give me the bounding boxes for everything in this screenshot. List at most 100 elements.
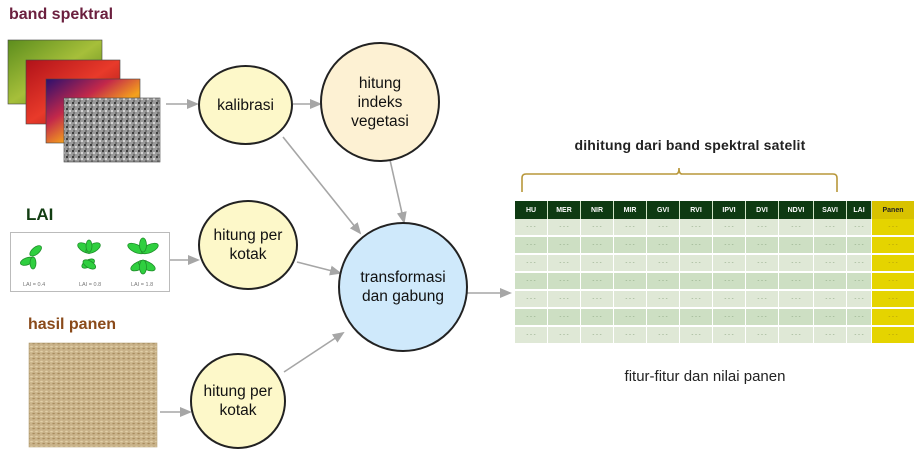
feature-cell: - - - — [847, 309, 872, 327]
lai-caption-2: LAI = 0.8 — [79, 282, 101, 288]
feature-cell: - - - — [847, 273, 872, 291]
feature-cell: - - - — [548, 255, 581, 273]
node-hitung-indeks: hitung indeks vegetasi — [320, 42, 440, 162]
feature-cell: - - - — [680, 309, 713, 327]
feature-cell: - - - — [647, 219, 680, 237]
feature-cell: - - - — [713, 327, 746, 345]
feature-cell: - - - — [548, 309, 581, 327]
feature-cell: - - - — [614, 237, 647, 255]
feature-cell: - - - — [614, 291, 647, 309]
feature-cell: - - - — [515, 237, 548, 255]
feature-cell: - - - — [581, 273, 614, 291]
feature-cell: - - - — [746, 327, 779, 345]
feature-cell: - - - — [548, 237, 581, 255]
feature-cell: - - - — [614, 327, 647, 345]
feature-cell: - - - — [680, 273, 713, 291]
feature-cell: - - - — [548, 327, 581, 345]
feature-cell: - - - — [847, 237, 872, 255]
panen-cell: - - - — [872, 255, 914, 273]
feature-cell: - - - — [779, 237, 814, 255]
feature-cell: - - - — [814, 309, 847, 327]
feature-cell: - - - — [814, 237, 847, 255]
feature-cell: - - - — [814, 255, 847, 273]
col-header-mir: MIR — [614, 201, 647, 219]
col-header-hu: HU — [515, 201, 548, 219]
feature-cell: - - - — [779, 219, 814, 237]
feature-cell: - - - — [779, 255, 814, 273]
feature-cell: - - - — [847, 219, 872, 237]
feature-cell: - - - — [581, 255, 614, 273]
band-image-gray — [63, 97, 161, 163]
node-kalibrasi: kalibrasi — [198, 65, 293, 145]
col-header-panen: Panen — [872, 201, 914, 219]
feature-cell: - - - — [746, 237, 779, 255]
col-header-ipvi: IPVI — [713, 201, 746, 219]
feature-cell: - - - — [713, 237, 746, 255]
feature-cell: - - - — [713, 255, 746, 273]
feature-cell: - - - — [814, 273, 847, 291]
feature-cell: - - - — [515, 255, 548, 273]
col-header-lai: LAI — [847, 201, 872, 219]
panen-cell: - - - — [872, 309, 914, 327]
col-header-gvi: GVI — [647, 201, 680, 219]
col-header-ndvi: NDVI — [779, 201, 814, 219]
feature-cell: - - - — [746, 309, 779, 327]
feature-table: HU MER NIR MIR GVI RVI IPVI DVI NDVI SAV… — [515, 201, 914, 345]
feature-cell: - - - — [515, 219, 548, 237]
feature-cell: - - - — [680, 237, 713, 255]
band-spektral-label: band spektral — [9, 6, 114, 23]
panen-cell: - - - — [872, 273, 914, 291]
feature-cell: - - - — [680, 219, 713, 237]
feature-cell: - - - — [779, 327, 814, 345]
feature-cell: - - - — [814, 327, 847, 345]
panen-cell: - - - — [872, 237, 914, 255]
lai-label: LAI — [26, 205, 54, 224]
col-header-rvi: RVI — [680, 201, 713, 219]
feature-cell: - - - — [581, 309, 614, 327]
panen-cell: - - - — [872, 219, 914, 237]
feature-cell: - - - — [647, 327, 680, 345]
panen-cell: - - - — [872, 291, 914, 309]
feature-cell: - - - — [713, 309, 746, 327]
feature-cell: - - - — [814, 219, 847, 237]
node-hitung-kotak-lai: hitung per kotak — [198, 200, 298, 290]
feature-cell: - - - — [647, 273, 680, 291]
node-kalibrasi-text: kalibrasi — [217, 96, 274, 114]
feature-cell: - - - — [515, 327, 548, 345]
feature-cell: - - - — [581, 219, 614, 237]
hasil-panen-label: hasil panen — [28, 316, 117, 333]
feature-cell: - - - — [746, 291, 779, 309]
table-row: - - -- - -- - -- - -- - -- - -- - -- - -… — [515, 255, 914, 273]
panen-cell: - - - — [872, 327, 914, 345]
node-transformasi-gabung-text: transformasi dan gabung — [360, 269, 446, 305]
feature-cell: - - - — [548, 273, 581, 291]
feature-cell: - - - — [647, 255, 680, 273]
node-hitung-kotak-panen-text: hitung per kotak — [203, 383, 273, 419]
feature-cell: - - - — [581, 327, 614, 345]
feature-cell: - - - — [779, 291, 814, 309]
feature-cell: - - - — [746, 273, 779, 291]
feature-cell: - - - — [779, 273, 814, 291]
feature-cell: - - - — [515, 309, 548, 327]
node-hitung-indeks-text: hitung indeks vegetasi — [351, 74, 409, 130]
feature-cell: - - - — [814, 291, 847, 309]
table-row: - - -- - -- - -- - -- - -- - -- - -- - -… — [515, 219, 914, 237]
node-transformasi-gabung: transformasi dan gabung — [338, 222, 468, 352]
feature-cell: - - - — [647, 237, 680, 255]
plant-large-icon — [127, 237, 159, 275]
lai-caption-1: LAI = 0.4 — [23, 282, 45, 288]
feature-cell: - - - — [713, 291, 746, 309]
lai-caption-3: LAI = 1.8 — [131, 282, 153, 288]
feature-cell: - - - — [614, 255, 647, 273]
col-header-mer: MER — [548, 201, 581, 219]
col-header-savi: SAVI — [814, 201, 847, 219]
feature-cell: - - - — [847, 327, 872, 345]
table-row: - - -- - -- - -- - -- - -- - -- - -- - -… — [515, 237, 914, 255]
plant-medium-icon — [77, 239, 101, 270]
feature-cell: - - - — [847, 291, 872, 309]
feature-cell: - - - — [614, 219, 647, 237]
feature-cell: - - - — [713, 219, 746, 237]
feature-cell: - - - — [614, 273, 647, 291]
col-header-nir: NIR — [581, 201, 614, 219]
